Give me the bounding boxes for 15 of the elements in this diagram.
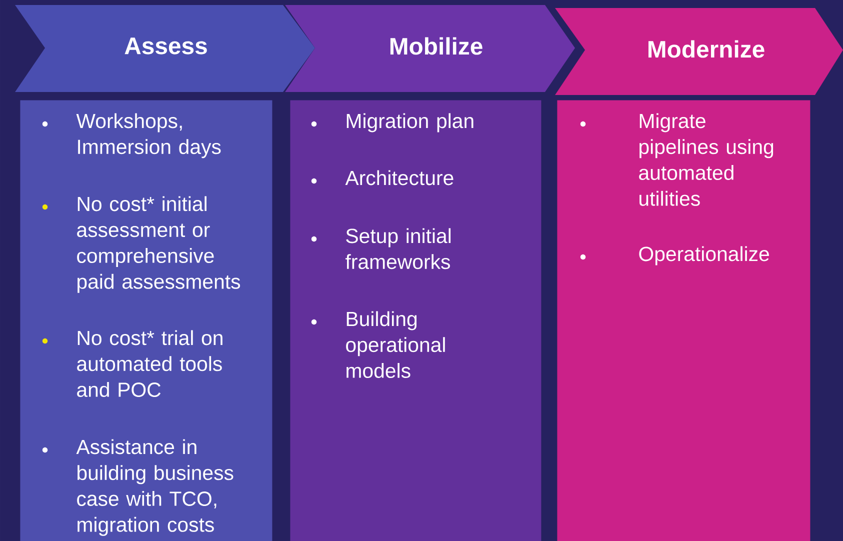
bullet-item: Architecture: [345, 170, 454, 186]
column-panel: [290, 100, 542, 541]
bullet-item: Assistance in building business case with TCO, migration costs: [76, 439, 234, 536]
bullet-item: No cost* initial assessment or comprehensive paid assessments: [77, 196, 240, 293]
bullet-item: Operationalize: [639, 246, 769, 266]
bullet-item: Migrate pipelines using automated utilities: [639, 113, 774, 206]
bullet-item: Setup initial frameworks: [346, 228, 451, 270]
chevron-step: Mobilize: [285, 5, 575, 92]
bullet-item: Migration plan: [346, 113, 474, 132]
column-panel: [557, 100, 810, 541]
chevron-step: Assess: [15, 5, 315, 92]
bullet-item: No cost* trial on automated tools and POC: [77, 330, 222, 397]
bullet-item: Building operational models: [346, 311, 445, 378]
column-panel: [20, 100, 272, 541]
bullet-item: Workshops, Immersion days: [76, 113, 221, 158]
